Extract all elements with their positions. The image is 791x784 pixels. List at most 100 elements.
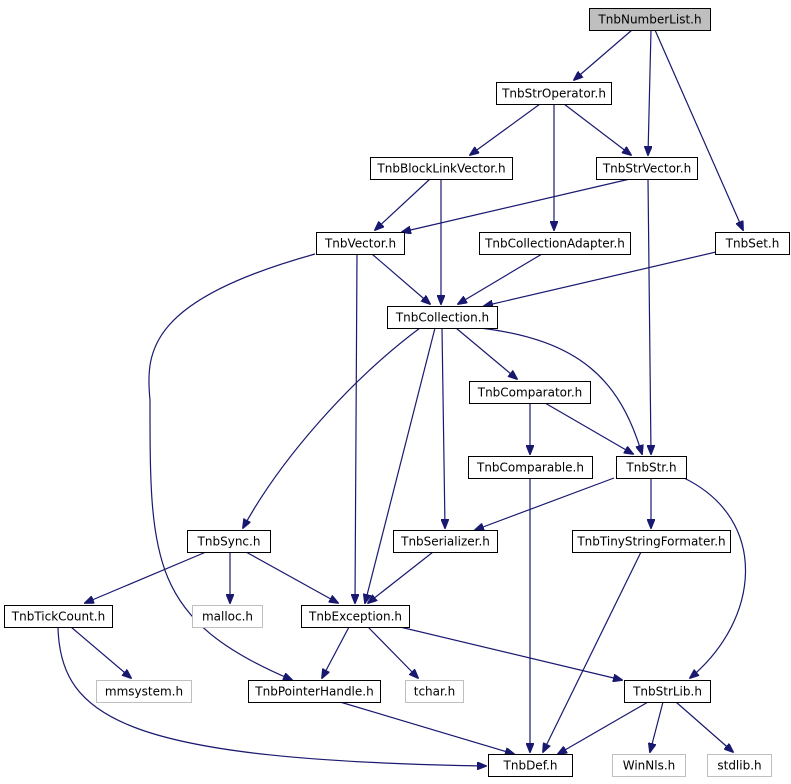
node-label: TnbNumberList.h: [597, 13, 701, 27]
edge-strlib-to-def: [558, 701, 649, 754]
node-comparable[interactable]: TnbComparable.h: [468, 456, 593, 479]
edge-str-to-strlib: [683, 477, 746, 678]
node-def[interactable]: TnbDef.h: [488, 754, 573, 777]
edge-line: [375, 178, 431, 230]
edge-collection-to-serializer: [442, 327, 445, 528]
edge-line: [245, 551, 338, 603]
node-box: [393, 530, 498, 553]
node-label: TnbPointerHandle.h: [254, 685, 373, 699]
edge-line: [243, 327, 421, 528]
edge-exception-to-tchar: [367, 626, 418, 678]
node-comparator[interactable]: TnbComparator.h: [469, 381, 591, 404]
edge-tinystringformater-to-def: [543, 551, 642, 752]
edge-strlib-to-winnls: [650, 701, 664, 752]
edge-line: [648, 29, 651, 155]
node-blocklinkvector[interactable]: TnbBlockLinkVector.h: [370, 157, 513, 180]
node-mmsystem: mmsystem.h: [96, 680, 192, 703]
edges-layer: [57, 29, 746, 766]
edge-serializer-to-exception: [368, 551, 434, 603]
edge-strvector-to-str: [648, 178, 651, 454]
edge-line: [650, 701, 664, 752]
edge-strvector-to-vector: [402, 178, 631, 232]
node-box: [469, 381, 591, 404]
edge-line: [544, 402, 633, 454]
edge-exception-to-strlib: [399, 626, 622, 680]
node-label: malloc.h: [202, 610, 253, 624]
node-strvector[interactable]: TnbStrVector.h: [596, 157, 698, 180]
edge-line: [57, 626, 486, 766]
edge-line: [402, 178, 631, 232]
node-collectionadapter[interactable]: TnbCollectionAdapter.h: [479, 232, 631, 255]
edge-collection-to-sync: [243, 327, 421, 528]
edge-sync-to-tickcount: [85, 551, 207, 603]
node-box: [468, 456, 593, 479]
node-box: [405, 680, 464, 703]
node-box: [496, 82, 612, 105]
edge-line: [339, 701, 514, 754]
edge-line: [675, 701, 733, 752]
edge-line: [479, 327, 642, 454]
node-box: [707, 754, 772, 777]
edge-vector-to-exception: [355, 253, 357, 603]
edge-numberlist-to-stroperator: [574, 29, 633, 80]
edge-comparator-to-str: [544, 402, 633, 454]
edge-line: [470, 103, 541, 155]
edge-line: [543, 551, 642, 752]
node-pointerhandle[interactable]: TnbPointerHandle.h: [248, 680, 381, 703]
node-label: tchar.h: [414, 685, 456, 699]
node-box: [596, 157, 698, 180]
node-set[interactable]: TnbSet.h: [715, 232, 790, 255]
edge-line: [70, 626, 131, 678]
edge-line: [648, 178, 651, 454]
node-sync[interactable]: TnbSync.h: [187, 530, 271, 553]
node-label: TnbBlockLinkVector.h: [376, 162, 505, 176]
node-box: [187, 530, 271, 553]
node-tickcount[interactable]: TnbTickCount.h: [4, 605, 113, 628]
node-label: WinNls.h: [623, 759, 676, 773]
edge-line: [563, 103, 631, 155]
edge-sync-to-exception: [245, 551, 338, 603]
edge-line: [368, 551, 434, 603]
node-collection[interactable]: TnbCollection.h: [387, 306, 498, 329]
node-label: TnbStrVector.h: [602, 162, 691, 176]
node-label: TnbException.h: [308, 610, 402, 624]
edge-line: [365, 327, 436, 603]
edge-tickcount-to-def: [57, 626, 486, 766]
edge-strlib-to-stdlib: [675, 701, 733, 752]
edge-line: [558, 701, 649, 754]
node-box: [192, 605, 263, 628]
node-vector[interactable]: TnbVector.h: [316, 232, 405, 255]
nodes-layer: TnbNumberList.hTnbStrOperator.hTnbBlockL…: [4, 8, 790, 777]
edge-line: [484, 251, 717, 306]
node-box: [616, 456, 687, 479]
edge-str-to-serializer: [475, 477, 615, 530]
node-exception[interactable]: TnbException.h: [301, 605, 410, 628]
edge-tickcount-to-mmsystem: [70, 626, 131, 678]
node-tinystringformater[interactable]: TnbTinyStringFormater.h: [572, 530, 731, 553]
edge-pointerhandle-to-def: [339, 701, 514, 754]
node-label: TnbStr.h: [625, 461, 676, 475]
node-numberlist[interactable]: TnbNumberList.h: [589, 8, 711, 31]
node-box: [488, 754, 573, 777]
node-winnls: WinNls.h: [612, 754, 686, 777]
node-label: TnbComparable.h: [476, 461, 584, 475]
edge-line: [322, 626, 350, 678]
edge-line: [367, 626, 418, 678]
node-box: [301, 605, 410, 628]
node-box: [624, 680, 711, 703]
edge-set-to-collection: [484, 251, 717, 306]
edge-line: [399, 626, 622, 680]
node-serializer[interactable]: TnbSerializer.h: [393, 530, 498, 553]
node-label: TnbCollectionAdapter.h: [484, 237, 625, 251]
node-str[interactable]: TnbStr.h: [616, 456, 687, 479]
node-label: TnbSerializer.h: [400, 535, 490, 549]
node-malloc: malloc.h: [192, 605, 263, 628]
node-stroperator[interactable]: TnbStrOperator.h: [496, 82, 612, 105]
node-label: TnbTinyStringFormater.h: [576, 535, 725, 549]
node-box: [715, 232, 790, 255]
edge-line: [371, 253, 430, 304]
edge-vector-to-collection: [371, 253, 430, 304]
node-box: [4, 605, 113, 628]
node-strlib[interactable]: TnbStrLib.h: [624, 680, 711, 703]
